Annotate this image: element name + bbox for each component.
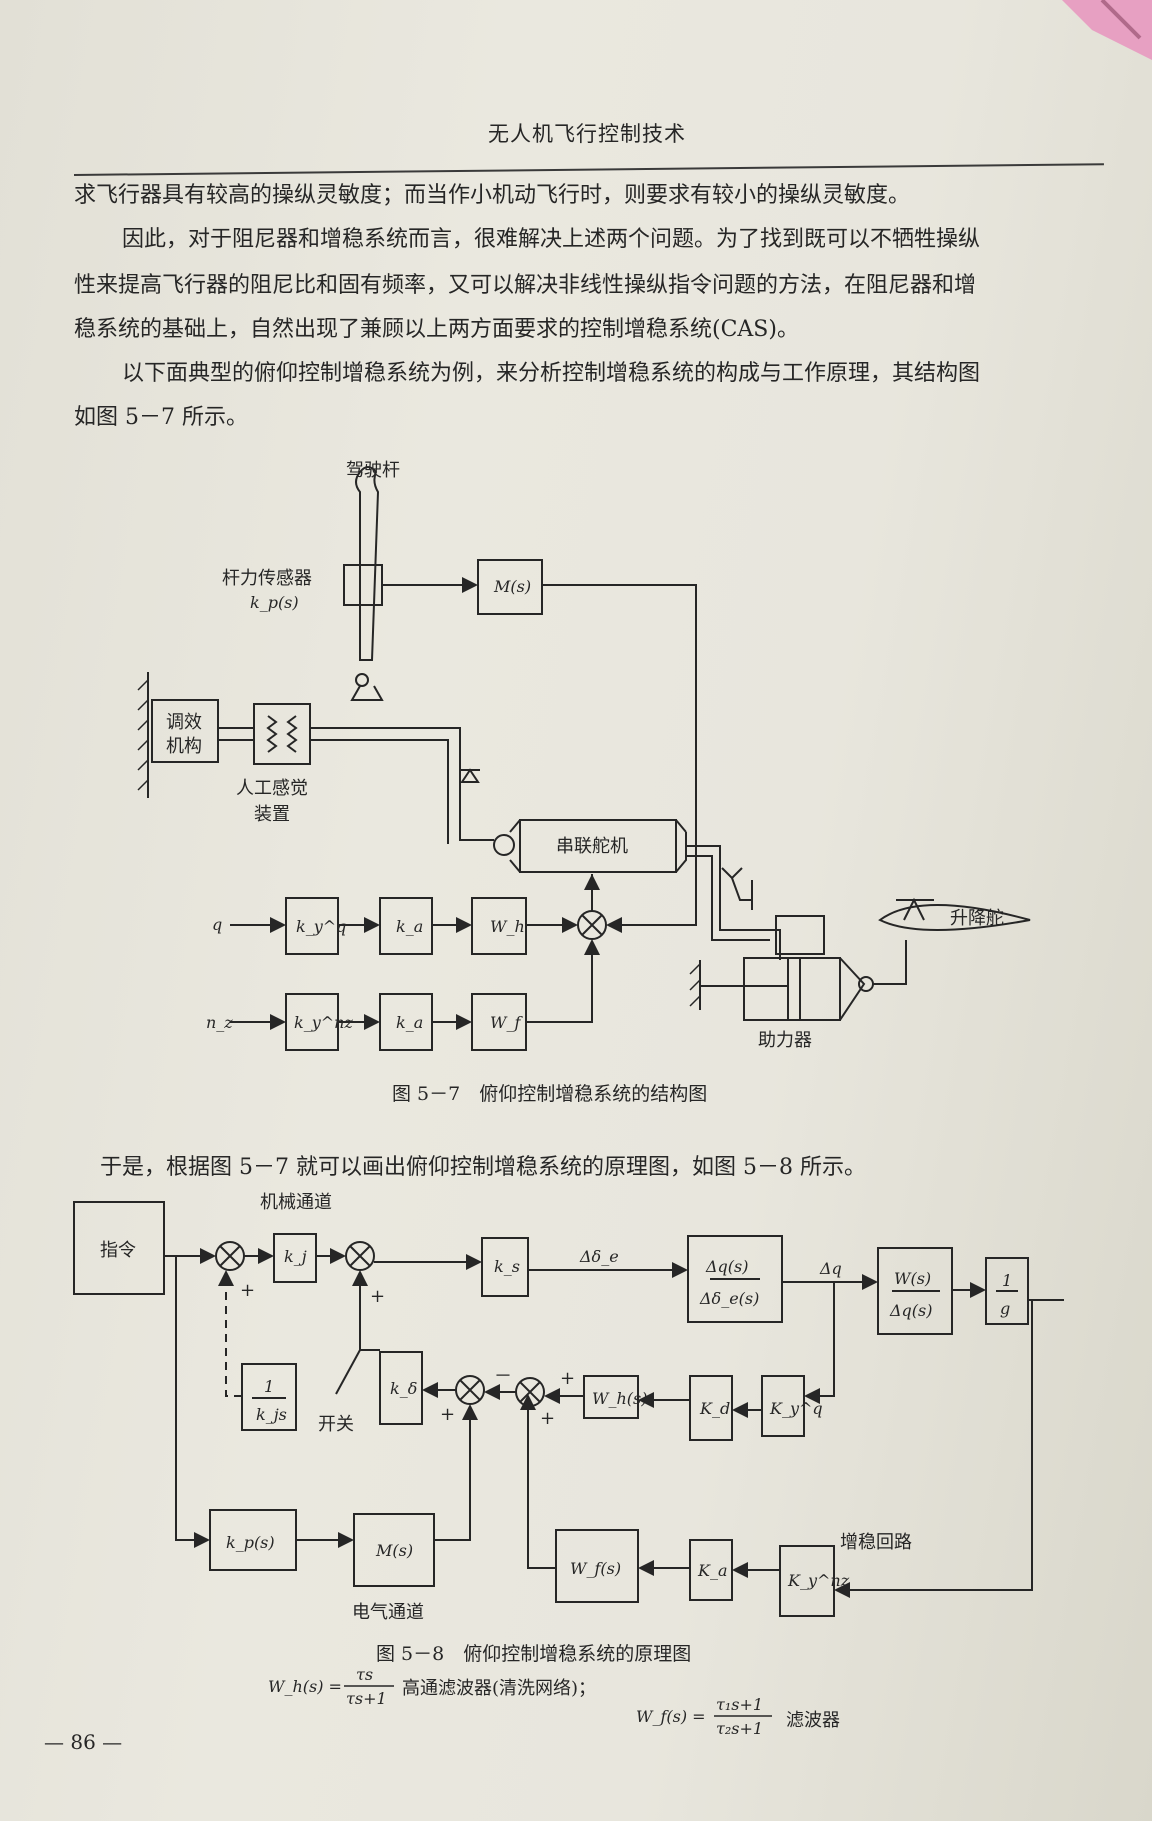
label-feel-line1: 人工感觉 <box>236 778 308 799</box>
label-wf-s: W_f(s) <box>570 1559 621 1578</box>
ks-block <box>481 1237 529 1297</box>
kyq-block-b <box>761 1375 805 1437</box>
label-command: 指令 <box>100 1240 136 1261</box>
paragraph-line: 因此，对于阻尼器和增稳系统而言，很难解决上述两个问题。为了找到既可以不牺牲操纵 <box>122 227 981 252</box>
paragraph-line: 以下面典型的俯仰控制增稳系统为例，来分析控制增稳系统的构成与工作原理，其结构图 <box>122 361 981 386</box>
wf-block-b <box>555 1529 639 1603</box>
label-delta-e: Δδ_e <box>579 1247 619 1266</box>
label-plus-3: + <box>440 1404 455 1425</box>
formula-wh-desc: 高通滤波器(清洗网络)； <box>402 1678 596 1699</box>
label-stick-force-sensor: 杆力传感器 <box>222 568 312 589</box>
label-booster: 助力器 <box>758 1030 812 1051</box>
kj-block <box>273 1233 317 1283</box>
label-dq: Δq <box>819 1259 842 1278</box>
label-switch: 开关 <box>318 1414 354 1435</box>
label-ms: M(s) <box>493 577 531 596</box>
label-tf1-den: Δδ_e(s) <box>699 1289 759 1308</box>
booster-cylinder <box>743 957 841 1021</box>
label-plus-1: + <box>240 1280 255 1301</box>
paragraph-line: 如图 5－7 所示。 <box>74 405 248 430</box>
formula-wf-num: τ₁s+1 <box>716 1695 763 1714</box>
label-series-servo: 串联舵机 <box>556 836 628 857</box>
label-tf1-num: Δq(s) <box>705 1257 749 1276</box>
label-g-den: g <box>1000 1299 1010 1318</box>
switch-line <box>335 1349 361 1395</box>
label-kj: k_j <box>284 1247 307 1266</box>
trim-mechanism-box <box>151 699 219 763</box>
label-Ka: K_a <box>697 1561 728 1580</box>
ms-block-b <box>353 1513 435 1587</box>
label-Ms: M(s) <box>375 1541 413 1560</box>
running-header: 无人机飞行控制技术 <box>488 122 686 146</box>
artificial-feel-device <box>253 703 311 765</box>
label-g-num: 1 <box>1002 1271 1012 1290</box>
control-stick <box>355 466 380 661</box>
formula-wh-den: τs+1 <box>346 1689 387 1708</box>
label-plus-5: + <box>560 1368 575 1389</box>
formula-wf-lhs: W_f(s) = <box>636 1707 706 1726</box>
label-k-delta: k_δ <box>390 1379 417 1398</box>
label-Kyq: K_y^q <box>769 1399 823 1418</box>
label-tf2-den: Δq(s) <box>889 1301 933 1320</box>
label-trim-line1: 调效 <box>166 712 202 733</box>
label-ky-nz: k_y^nz <box>294 1013 353 1032</box>
binder-clip-decoration <box>1062 0 1152 60</box>
transition-paragraph: 于是，根据图 5－7 就可以画出俯仰控制增稳系统的原理图，如图 5－8 所示。 <box>100 1155 866 1180</box>
label-ky-q: k_y^q <box>296 917 346 936</box>
label-plus-4: + <box>540 1408 555 1429</box>
label-trim-line2: 机构 <box>166 736 202 757</box>
paragraph-line: 求飞行器具有较高的操纵灵敏度；而当作小机动飞行时，则要求有较小的操纵灵敏度。 <box>74 183 911 208</box>
kd-block-b <box>689 1375 733 1441</box>
label-augmentation-loop: 增稳回路 <box>840 1532 912 1553</box>
label-wh: W_h <box>490 917 525 936</box>
label-mechanical-channel: 机械通道 <box>260 1192 332 1213</box>
label-control-stick: 驾驶杆 <box>346 460 400 481</box>
formula-wh-lhs: W_h(s) = <box>268 1677 342 1696</box>
label-ka-lower: k_a <box>396 1013 423 1032</box>
ky-nz-block-b <box>779 1545 835 1617</box>
aircraft-tf-block <box>687 1235 783 1323</box>
one-over-g-block <box>985 1257 1029 1325</box>
label-input-nz: n_z <box>206 1013 233 1032</box>
command-block <box>73 1201 165 1295</box>
label-plus-2: + <box>370 1286 385 1307</box>
caption-figure-5-7: 图 5－7 俯仰控制增稳系统的结构图 <box>392 1083 707 1105</box>
label-feel-line2: 装置 <box>254 804 290 825</box>
label-ka-upper: k_a <box>396 917 423 936</box>
paragraph-line: 性来提高飞行器的阻尼比和固有频率，又可以解决非线性操纵指令问题的方法，在阻尼器和… <box>74 273 977 298</box>
ka-block-b <box>689 1539 733 1601</box>
label-kjs: k_js <box>256 1405 287 1424</box>
label-one: 1 <box>264 1377 274 1396</box>
label-tf2-num: W(s) <box>894 1269 931 1288</box>
k-delta-block <box>379 1351 423 1425</box>
paragraph-line: 稳系统的基础上，自然出现了兼顾以上两方面要求的控制增稳系统(CAS)。 <box>74 317 799 342</box>
ms-block <box>477 559 543 615</box>
label-ks: k_s <box>494 1257 520 1276</box>
label-wh-s: W_h(s) <box>592 1389 647 1408</box>
label-Kynz: K_y^nz <box>787 1571 850 1590</box>
formula-wh-num: τs <box>356 1665 373 1684</box>
label-kp-s: k_p(s) <box>226 1533 275 1552</box>
page-number: — 86 — <box>44 1730 123 1754</box>
label-sensor-tf: k_p(s) <box>250 593 299 612</box>
label-elevator: 升降舵 <box>950 908 1004 929</box>
caption-figure-5-8: 图 5－8 俯仰控制增稳系统的原理图 <box>376 1643 691 1665</box>
label-electrical-channel: 电气通道 <box>352 1602 424 1623</box>
formula-wf-den: τ₂s+1 <box>716 1719 763 1738</box>
formula-wf-desc: 滤波器 <box>786 1710 840 1731</box>
label-Kd: K_d <box>699 1399 730 1418</box>
label-wf: W_f <box>490 1013 523 1032</box>
label-minus: － <box>494 1366 512 1387</box>
booster-top-box <box>775 915 825 955</box>
label-input-q: q <box>212 915 222 934</box>
